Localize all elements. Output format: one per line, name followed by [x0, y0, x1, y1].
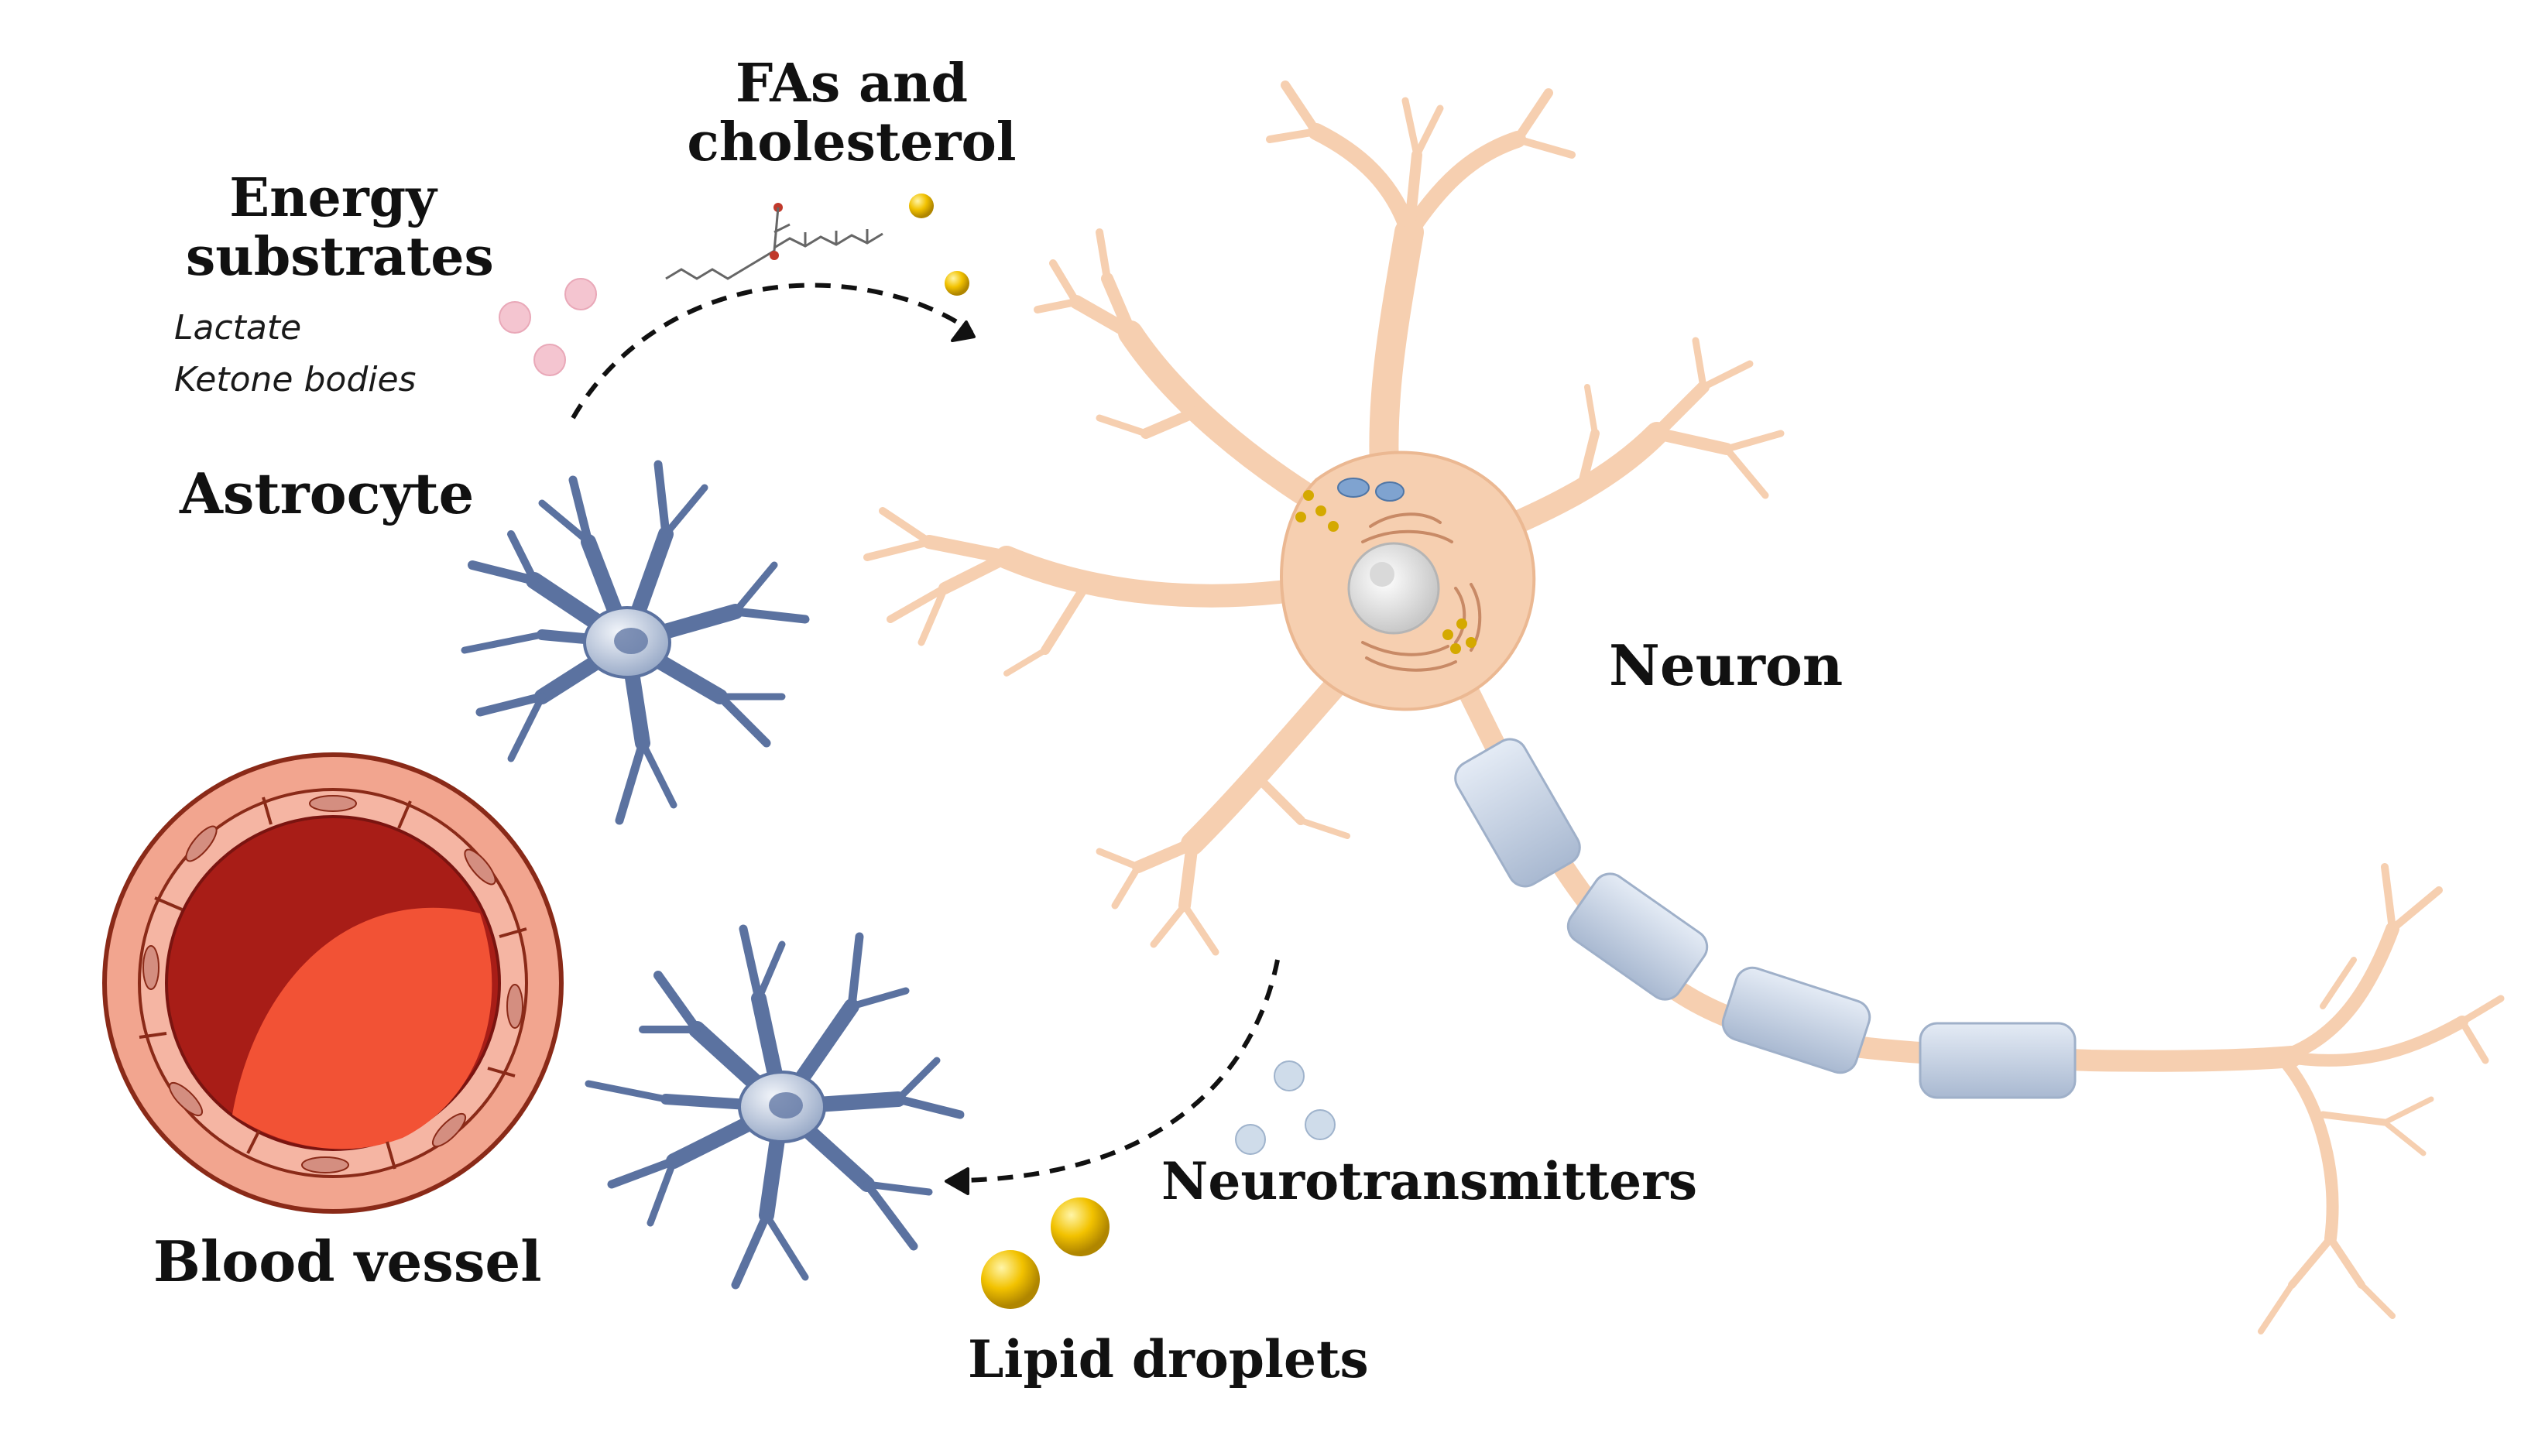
neuron-dendrite-top: [1266, 81, 1576, 510]
energy-dot: [499, 301, 531, 334]
neuron-nucleus: [1347, 542, 1440, 635]
neuron-axon-terminal: [2258, 863, 2505, 1334]
fatty-acid-molecule: [665, 203, 791, 280]
neuron-dendrite-left: [863, 507, 1320, 677]
label-fas-line1: FAs and: [735, 53, 969, 115]
neuron-dendrite-upper-left: [1034, 228, 1344, 523]
mitochondrion: [1337, 478, 1370, 498]
label-blood-vessel: Blood vessel: [153, 1228, 542, 1294]
myelin-segment: [1454, 738, 1581, 888]
energy-substrate-dots: [499, 278, 597, 376]
label-neurotransmitters: Neurotransmitters: [1161, 1151, 1698, 1211]
myelin-segment: [1566, 872, 1709, 1001]
soma-lipid-dots: [1295, 490, 1477, 654]
astrocyte-lower-nucleus: [769, 1092, 803, 1119]
label-fas-cholesterol: FAs and cholesterol: [681, 54, 1022, 172]
astrocyte-upper-nucleus: [614, 628, 648, 654]
neurotransmitter-dot: [1274, 1060, 1305, 1091]
mitochondrion: [1375, 481, 1405, 502]
endothelial-borders: [139, 797, 527, 1170]
neurotransmitter-dot: [1305, 1109, 1336, 1140]
vessel-lumen-highlight: [232, 907, 492, 1149]
energy-dot: [564, 278, 597, 310]
endothelial-nuclei: [142, 795, 523, 1173]
lipid-droplet: [1051, 1197, 1110, 1256]
energy-dot: [533, 344, 566, 376]
myelin-segment: [1721, 966, 1871, 1074]
arrow-astrocyte-to-neuron: [571, 283, 976, 420]
cholesterol-molecule: [770, 229, 883, 260]
neurotransmitter-dots: [1235, 1060, 1336, 1155]
er-swirls: [1361, 512, 1482, 672]
neuron-dendrite-right: [1459, 337, 1785, 553]
neuron: [863, 81, 2505, 1334]
fa-lipid-dot: [909, 194, 934, 218]
myelin-sheaths: [1454, 738, 2077, 1099]
label-energy-line1: Energy: [229, 167, 437, 229]
label-lactate: Lactate: [174, 308, 302, 348]
neuron-dendrite-lower-left: [1096, 670, 1351, 956]
label-energy-substrates: Energy substrates: [186, 167, 494, 289]
label-ketone-bodies: Ketone bodies: [174, 360, 417, 399]
label-fas-line2: cholesterol: [687, 111, 1017, 174]
neurotransmitter-dot: [1235, 1124, 1266, 1155]
lipid-droplet: [981, 1250, 1040, 1309]
label-astrocyte: Astrocyte: [180, 461, 475, 526]
label-energy-line2: substrates: [186, 226, 494, 289]
myelin-segment: [1919, 1022, 2077, 1099]
neuron-axon: [1453, 670, 2303, 1072]
lipid-droplets: [981, 1197, 1110, 1309]
blood-vessel: [102, 752, 564, 1214]
arrow-neuron-to-astrocyte: [945, 959, 1280, 1195]
fa-lipid-dot: [945, 271, 969, 296]
neuron-soma: [1280, 451, 1536, 711]
label-neuron: Neuron: [1609, 632, 1844, 698]
label-lipid-droplets: Lipid droplets: [968, 1329, 1369, 1389]
neuron-nucleolus: [1370, 562, 1394, 587]
